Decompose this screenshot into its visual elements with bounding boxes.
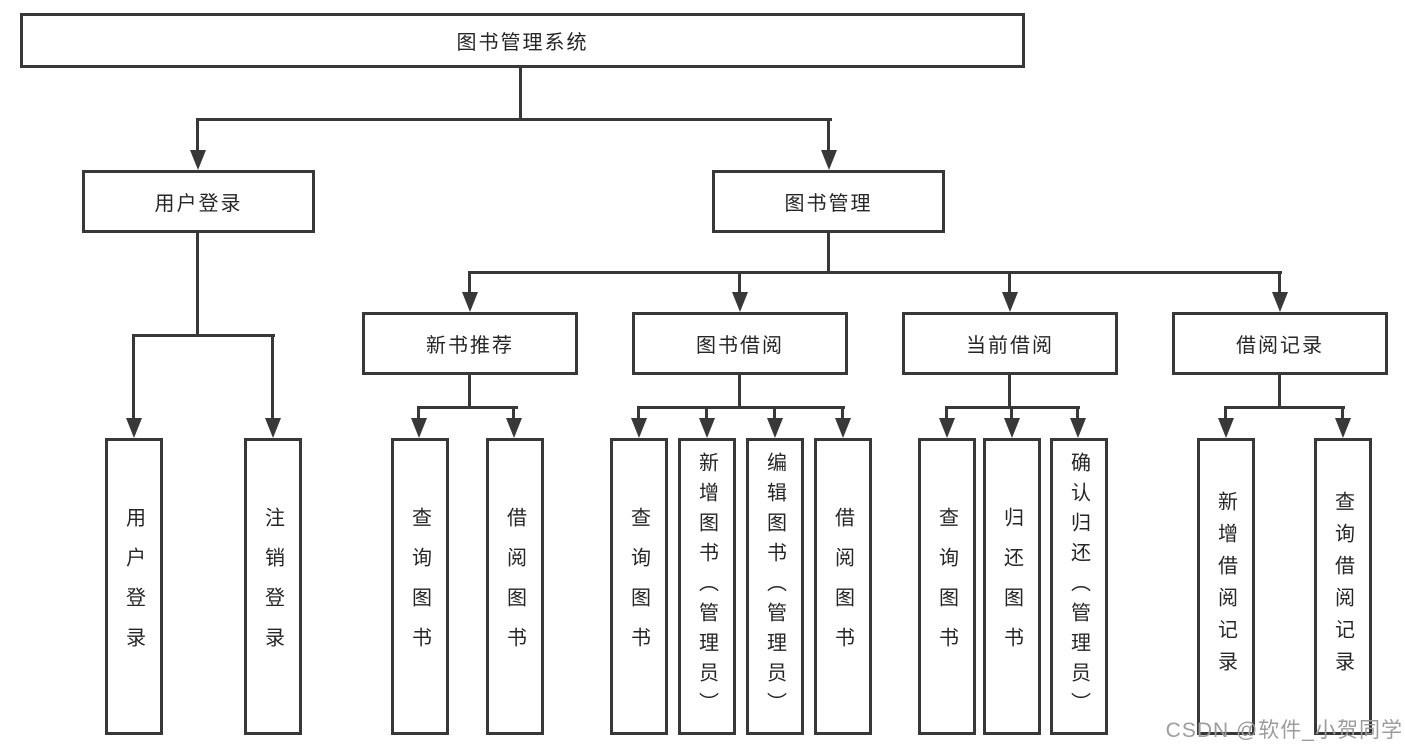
arrow-down-to-book-borrow — [732, 271, 748, 312]
connector-borrow-records-stem — [1278, 375, 1281, 408]
connector-book-borrow-stem — [738, 375, 741, 408]
leaf-query-book-2-label: 查询图书 — [627, 506, 650, 667]
arrow-down-to-current-borrow — [1002, 271, 1018, 312]
leaf-add-borrow-record-label: 新增借阅记录 — [1214, 490, 1237, 683]
arrow-down-to-add-borrow-record — [1218, 406, 1234, 438]
node-book-management: 图书管理 — [712, 170, 945, 233]
leaf-edit-book-admin-label: 编辑图书（管理员） — [763, 451, 786, 722]
arrow-down-to-confirm-return — [1070, 406, 1086, 438]
leaf-query-book-1-label: 查询图书 — [408, 506, 431, 667]
leaf-return-book-label: 归还图书 — [1000, 506, 1023, 667]
connector-book-borrow-branch — [637, 406, 845, 409]
arrow-down-to-leaf-user-login — [126, 334, 142, 438]
connector-book-management-branch — [468, 271, 1282, 274]
leaf-edit-book-admin: 编辑图书（管理员） — [746, 438, 804, 735]
node-current-borrow: 当前借阅 — [902, 312, 1118, 375]
leaf-borrow-book-2-label: 借阅图书 — [831, 506, 854, 667]
arrow-down-to-edit-book — [767, 406, 783, 438]
csdn-watermark: CSDN @软件_小贺同学 — [1165, 719, 1403, 742]
leaf-confirm-return-admin-label: 确认归还（管理员） — [1067, 451, 1090, 722]
arrow-down-to-add-book — [699, 406, 715, 438]
arrow-down-to-borrow-book-1 — [506, 406, 522, 438]
connector-root-stem — [519, 68, 522, 119]
arrow-down-to-query-book-3 — [939, 406, 955, 438]
connector-new-book-recommend-stem — [468, 375, 471, 408]
connector-user-login-branch — [132, 334, 275, 337]
connector-user-login-stem — [196, 233, 199, 337]
leaf-query-borrow-record: 查询借阅记录 — [1314, 438, 1372, 735]
leaf-add-book-admin-label: 新增图书（管理员） — [695, 451, 718, 722]
node-root-library-system: 图书管理系统 — [20, 13, 1025, 68]
leaf-user-login: 用户登录 — [105, 438, 163, 735]
leaf-query-book-3: 查询图书 — [918, 438, 976, 735]
leaf-user-login-label: 用户登录 — [122, 506, 145, 667]
leaf-query-book-3-label: 查询图书 — [935, 506, 958, 667]
leaf-logout: 注销登录 — [244, 438, 302, 735]
connector-borrow-records-branch — [1224, 406, 1345, 409]
connector-new-book-recommend-branch — [417, 406, 518, 409]
leaf-borrow-book-2: 借阅图书 — [814, 438, 872, 735]
node-book-management-label: 图书管理 — [784, 193, 873, 215]
node-new-book-recommend-label: 新书推荐 — [426, 335, 514, 357]
leaf-query-book-2: 查询图书 — [610, 438, 668, 735]
leaf-logout-label: 注销登录 — [261, 506, 284, 667]
leaf-return-book: 归还图书 — [983, 438, 1041, 735]
arrow-down-to-book-management — [821, 118, 837, 170]
leaf-query-book-1: 查询图书 — [391, 438, 449, 735]
arrow-down-to-user-login — [190, 118, 206, 170]
leaf-borrow-book-1: 借阅图书 — [486, 438, 544, 735]
node-book-borrow: 图书借阅 — [632, 312, 848, 375]
arrow-down-to-query-book-2 — [631, 406, 647, 438]
arrow-down-to-leaf-logout — [265, 334, 281, 438]
arrow-down-to-new-book-recommend — [462, 271, 478, 312]
connector-current-borrow-stem — [1008, 375, 1011, 408]
leaf-borrow-book-1-label: 借阅图书 — [503, 506, 526, 667]
connector-root-branch — [196, 118, 832, 121]
node-root-label: 图书管理系统 — [456, 32, 589, 54]
leaf-query-borrow-record-label: 查询借阅记录 — [1331, 490, 1354, 683]
arrow-down-to-borrow-book-2 — [835, 406, 851, 438]
node-borrow-records: 借阅记录 — [1172, 312, 1388, 375]
connector-book-management-stem — [827, 233, 830, 274]
arrow-down-to-borrow-records — [1272, 271, 1288, 312]
node-current-borrow-label: 当前借阅 — [966, 335, 1054, 357]
arrow-down-to-query-borrow-record — [1335, 406, 1351, 438]
leaf-confirm-return-admin: 确认归还（管理员） — [1050, 438, 1108, 735]
node-user-login: 用户登录 — [82, 170, 315, 233]
node-book-borrow-label: 图书借阅 — [696, 335, 784, 357]
arrow-down-to-query-book-1 — [411, 406, 427, 438]
arrow-down-to-return-book — [1004, 406, 1020, 438]
leaf-add-book-admin: 新增图书（管理员） — [678, 438, 736, 735]
node-borrow-records-label: 借阅记录 — [1236, 335, 1324, 357]
leaf-add-borrow-record: 新增借阅记录 — [1197, 438, 1255, 735]
node-user-login-label: 用户登录 — [154, 193, 243, 215]
node-new-book-recommend: 新书推荐 — [362, 312, 578, 375]
